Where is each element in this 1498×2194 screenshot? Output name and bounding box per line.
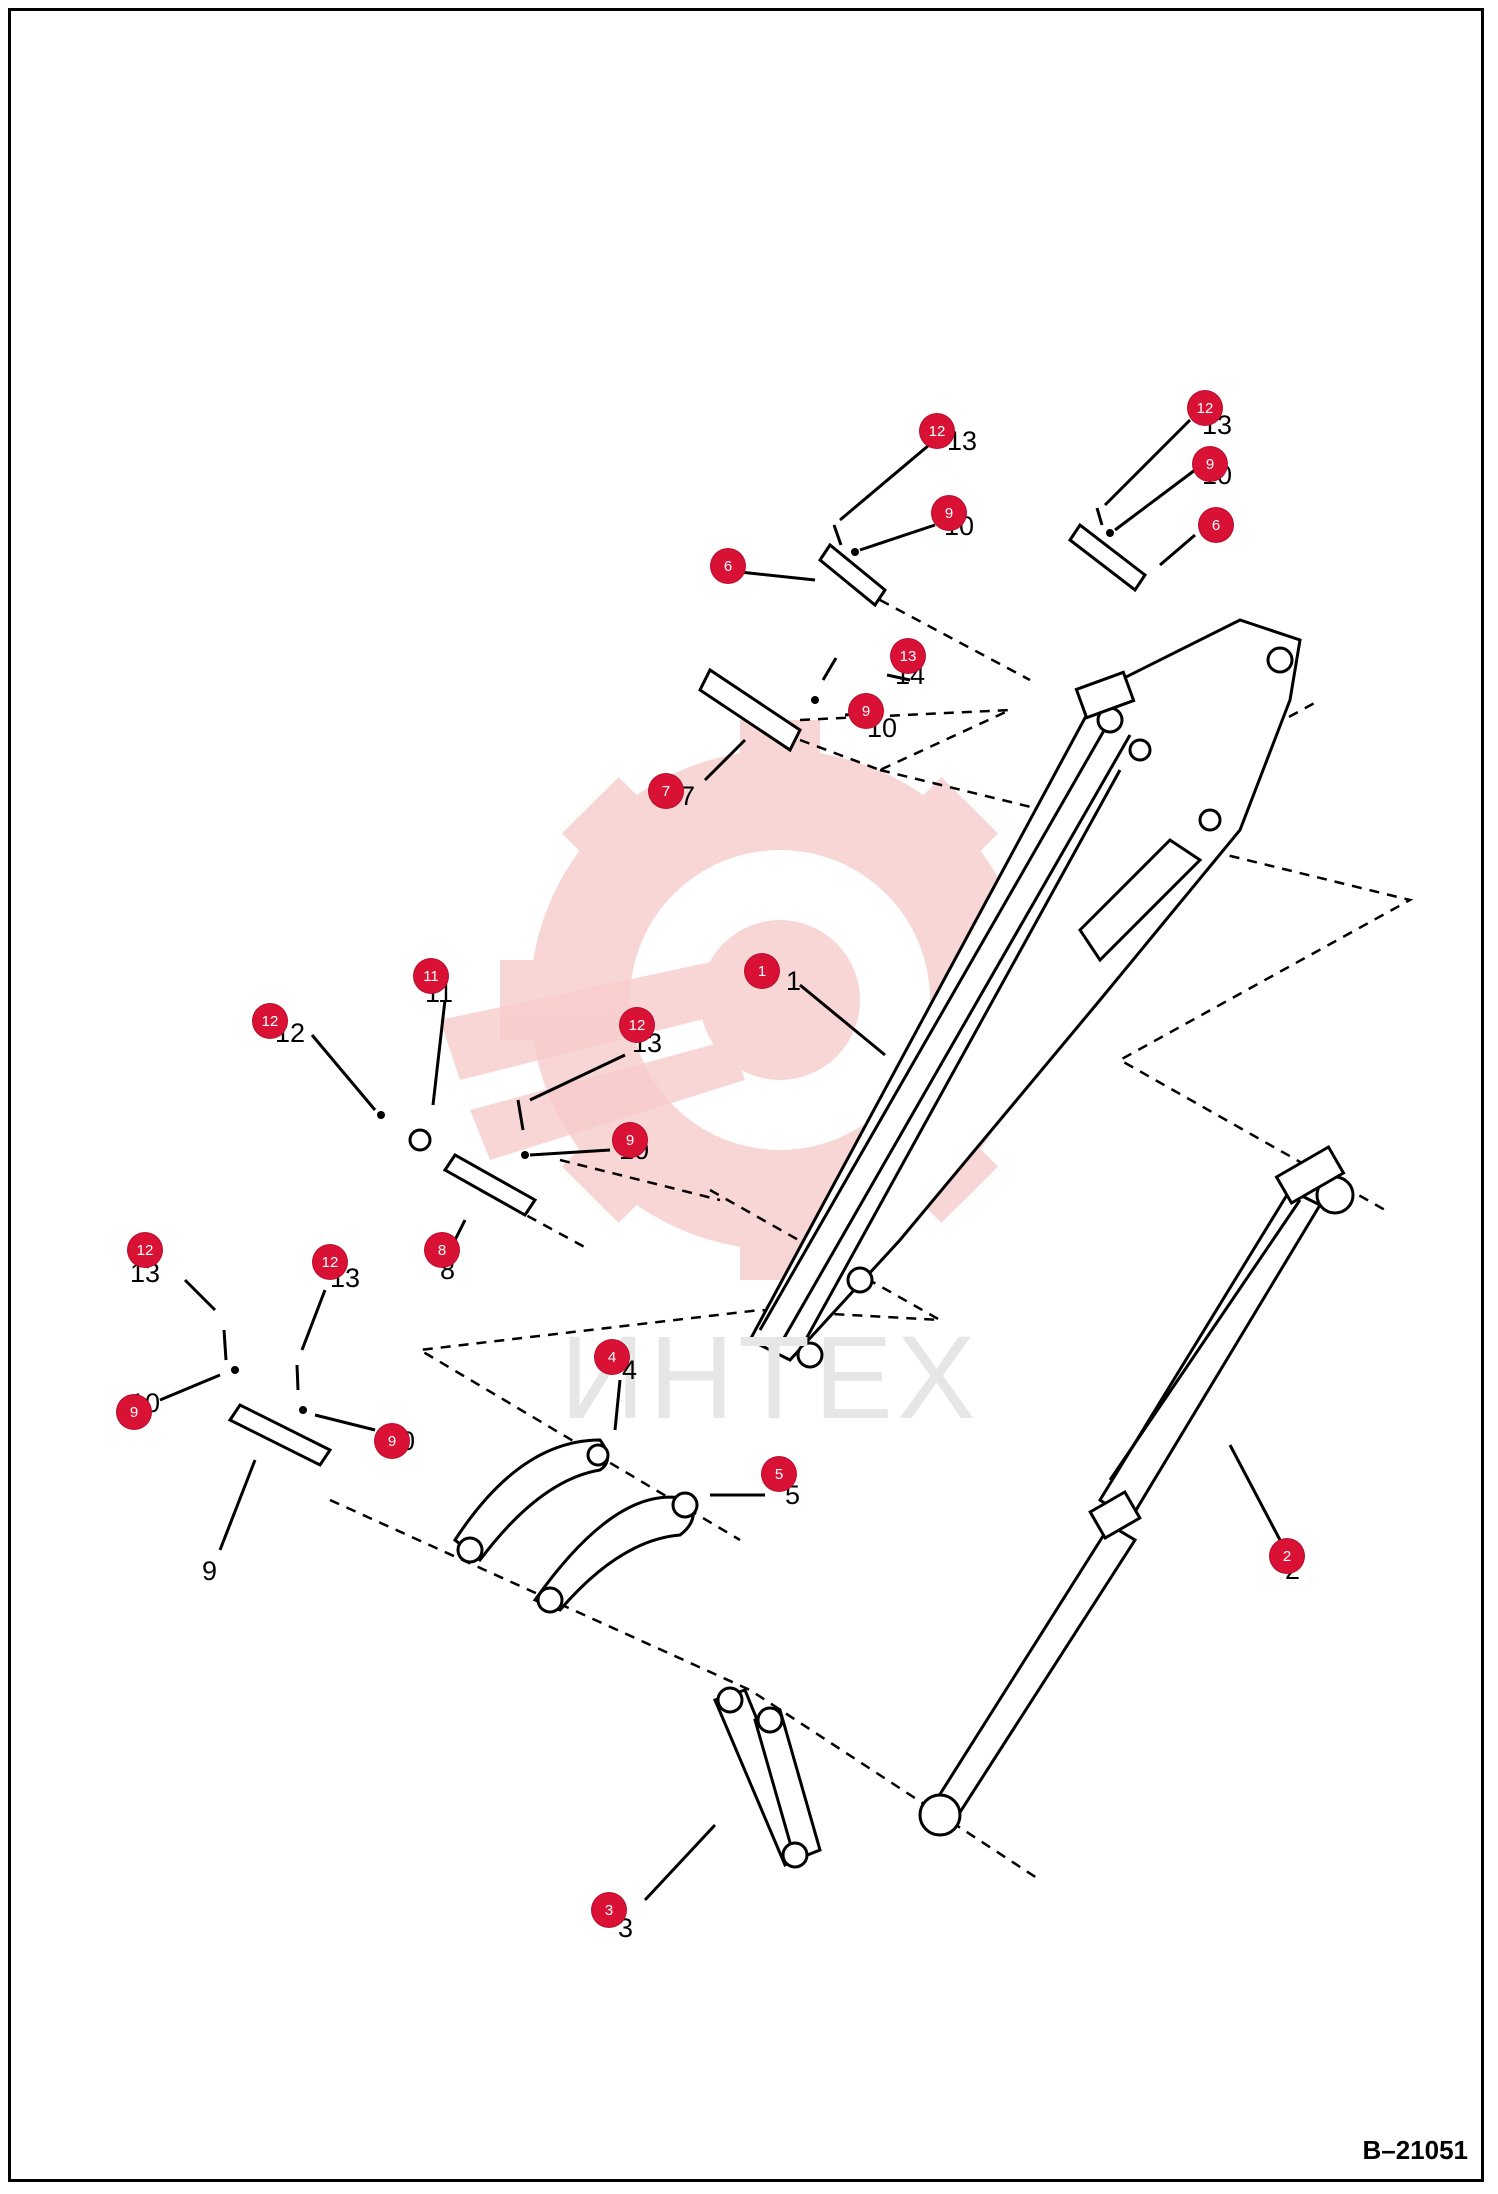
ref-label: 1 — [786, 966, 802, 996]
callout-badge[interactable]: 12 — [128, 1233, 162, 1267]
hydraulic-cylinder — [918, 1144, 1355, 1837]
ref-label: 5 — [785, 1480, 801, 1510]
leader-lines — [159, 418, 1282, 1902]
callout-badge[interactable]: 5 — [762, 1457, 796, 1491]
callout-badge[interactable]: 12 — [920, 414, 954, 448]
callout-badge[interactable]: 9 — [613, 1123, 647, 1157]
links — [453, 1438, 699, 1614]
callout-badge[interactable]: 9 — [375, 1424, 409, 1458]
callout-badge[interactable]: 4 — [595, 1340, 629, 1374]
boom — [747, 618, 1302, 1369]
callout-badge[interactable]: 9 — [117, 1395, 151, 1429]
callout-badge[interactable]: 1 — [745, 954, 779, 988]
drawing-frame — [8, 8, 1484, 2182]
callout-badge[interactable]: 7 — [649, 774, 683, 808]
callout-badge[interactable]: 6 — [1199, 508, 1233, 542]
callout-badge[interactable]: 6 — [711, 549, 745, 583]
callout-badge[interactable]: 3 — [592, 1893, 626, 1927]
callout-badge[interactable]: 12 — [620, 1008, 654, 1042]
ref-label: 7 — [680, 781, 696, 811]
drawing-code: B–21051 — [1362, 2135, 1468, 2165]
callout-badge[interactable]: 12 — [1188, 391, 1222, 425]
callout-badge[interactable]: 2 — [1270, 1539, 1304, 1573]
ref-label: 3 — [618, 1913, 634, 1943]
ref-label: 9 — [202, 1556, 218, 1586]
washers — [231, 529, 1114, 1414]
watermark-swoosh — [440, 920, 860, 1160]
callout-badge[interactable]: 13 — [891, 639, 925, 673]
callout-badge[interactable]: 11 — [414, 959, 448, 993]
callout-badge[interactable]: 9 — [932, 496, 966, 530]
callout-badge[interactable]: 12 — [313, 1245, 347, 1279]
pins — [222, 507, 1148, 1467]
watermark-text: ИНТЕХ — [560, 1312, 980, 1444]
callout-badge[interactable]: 8 — [425, 1233, 459, 1267]
callout-badge[interactable]: 9 — [1193, 447, 1227, 481]
callout-badge[interactable]: 12 — [253, 1004, 287, 1038]
link-bracket — [712, 1686, 822, 1869]
callout-badge[interactable]: 9 — [849, 694, 883, 728]
